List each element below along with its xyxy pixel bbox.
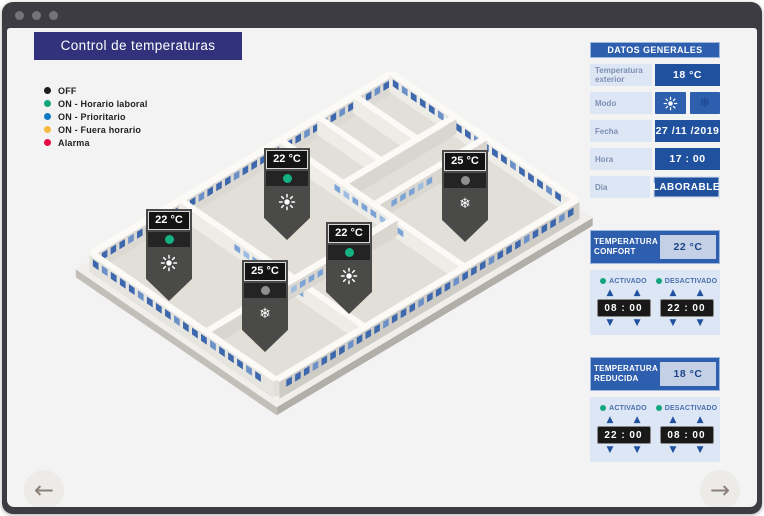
minute-down-icon[interactable]: ▼ — [696, 318, 704, 328]
status-led — [148, 232, 190, 247]
window-maximize-icon[interactable] — [49, 11, 58, 20]
exterior-temp-value: 18 °C — [655, 64, 720, 86]
heat-mode-sun-icon — [148, 247, 190, 299]
heat-mode-sun-icon — [328, 260, 370, 312]
thermostat-room-2[interactable]: 22 °C — [264, 148, 310, 240]
reducida-on-stepper: ACTIVADO ▲▲ 22 : 00 ▼▼ — [595, 403, 652, 455]
exterior-temp-row: Temperatura exterior 18 °C — [590, 64, 720, 86]
legend-item-prioritario: ON - Prioritario — [44, 110, 148, 123]
desactivado-led-icon — [655, 405, 662, 411]
scada-screen: Control de temperaturas OFF ON - Horario… — [7, 28, 757, 507]
room-temperature: 25 °C — [444, 152, 486, 171]
cool-mode-button[interactable]: ❄ — [689, 92, 720, 114]
dia-label: Dia — [590, 176, 650, 198]
reducida-on-time[interactable]: 22 : 00 — [596, 426, 651, 444]
back-arrow-button[interactable]: ← — [24, 470, 64, 507]
fecha-row: Fecha 27 /11 /2019 — [590, 120, 720, 142]
on-fuera-dot-icon — [44, 126, 51, 133]
room-temperature: 22 °C — [266, 150, 308, 169]
thermostat-room-3[interactable]: 22 °C — [326, 222, 372, 314]
heat-mode-button[interactable] — [655, 92, 686, 114]
hour-down-icon[interactable]: ▼ — [606, 445, 614, 455]
confort-on-time[interactable]: 08 : 00 — [596, 299, 651, 317]
hour-up-icon[interactable]: ▲ — [669, 288, 677, 298]
heat-mode-sun-icon — [266, 186, 308, 238]
control-sidebar: DATOS GENERALES Temperatura exterior 18 … — [590, 42, 720, 462]
status-legend: OFF ON - Horario laboral ON - Prioritari… — [44, 84, 148, 149]
room-temperature: 22 °C — [328, 224, 370, 243]
modo-label: Modo — [590, 92, 652, 114]
hour-up-icon[interactable]: ▲ — [606, 288, 614, 298]
fecha-value[interactable]: 27 /11 /2019 — [655, 120, 720, 142]
forward-arrow-button[interactable]: → — [700, 470, 740, 507]
on-laboral-dot-icon — [44, 100, 51, 107]
reducida-off-time[interactable]: 08 : 00 — [659, 426, 714, 444]
page-title: Control de temperaturas — [34, 32, 242, 60]
activado-led-icon — [600, 278, 607, 284]
thermostat-room-1[interactable]: 22 °C — [146, 209, 192, 301]
window-minimize-icon[interactable] — [32, 11, 41, 20]
confort-off-stepper: DESACTIVADO ▲▲ 22 : 00 ▼▼ — [655, 276, 717, 328]
hour-up-icon[interactable]: ▲ — [606, 415, 614, 425]
hora-label: Hora — [590, 148, 652, 170]
status-led — [328, 245, 370, 260]
dia-value[interactable]: LABORABLE — [652, 176, 720, 198]
exterior-temp-label: Temperatura exterior — [590, 64, 652, 86]
minute-down-icon[interactable]: ▼ — [633, 445, 641, 455]
hour-down-icon[interactable]: ▼ — [669, 318, 677, 328]
minute-up-icon[interactable]: ▲ — [696, 288, 704, 298]
confort-setpoint[interactable]: 22 °C — [660, 235, 716, 259]
room-temperature: 25 °C — [244, 262, 286, 281]
desactivado-led-icon — [655, 278, 662, 284]
on-prioritario-dot-icon — [44, 113, 51, 120]
dia-row: Dia LABORABLE — [590, 176, 720, 198]
status-led — [444, 173, 486, 188]
thermostat-room-5[interactable]: 25 °C ❄ — [442, 150, 488, 242]
hora-value[interactable]: 17 : 00 — [655, 148, 720, 170]
status-led — [244, 283, 286, 298]
minute-up-icon[interactable]: ▲ — [696, 415, 704, 425]
legend-item-alarma: Alarma — [44, 136, 148, 149]
activado-led-icon — [600, 405, 607, 411]
cool-mode-snow-icon: ❄ — [459, 196, 471, 212]
window-titlebar — [2, 2, 762, 28]
status-led — [266, 171, 308, 186]
hora-row: Hora 17 : 00 — [590, 148, 720, 170]
alarma-dot-icon — [44, 139, 51, 146]
minute-up-icon[interactable]: ▲ — [633, 415, 641, 425]
confort-off-time[interactable]: 22 : 00 — [659, 299, 714, 317]
confort-schedule: ACTIVADO ▲▲ 08 : 00 ▼▼ DESACTIVADO ▲▲ 22… — [590, 270, 720, 335]
window-close-icon[interactable] — [15, 11, 24, 20]
modo-row: Modo ❄ — [590, 92, 720, 114]
legend-item-fuera-horario: ON - Fuera horario — [44, 123, 148, 136]
fecha-label: Fecha — [590, 120, 652, 142]
room-temperature: 22 °C — [148, 211, 190, 230]
hour-down-icon[interactable]: ▼ — [669, 445, 677, 455]
reducida-off-stepper: DESACTIVADO ▲▲ 08 : 00 ▼▼ — [655, 403, 717, 455]
off-dot-icon — [44, 87, 51, 94]
legend-item-off: OFF — [44, 84, 148, 97]
hour-up-icon[interactable]: ▲ — [669, 415, 677, 425]
minute-up-icon[interactable]: ▲ — [633, 288, 641, 298]
thermostat-room-4[interactable]: 25 °C ❄ — [242, 260, 288, 352]
minute-down-icon[interactable]: ▼ — [696, 445, 704, 455]
reducida-schedule: ACTIVADO ▲▲ 22 : 00 ▼▼ DESACTIVADO ▲▲ 08… — [590, 397, 720, 462]
reducida-setpoint[interactable]: 18 °C — [660, 362, 716, 386]
minute-down-icon[interactable]: ▼ — [633, 318, 641, 328]
legend-item-horario-laboral: ON - Horario laboral — [44, 97, 148, 110]
datos-generales-header: DATOS GENERALES — [590, 42, 720, 58]
hour-down-icon[interactable]: ▼ — [606, 318, 614, 328]
cool-mode-snow-icon: ❄ — [259, 306, 271, 322]
confort-on-stepper: ACTIVADO ▲▲ 08 : 00 ▼▼ — [595, 276, 652, 328]
